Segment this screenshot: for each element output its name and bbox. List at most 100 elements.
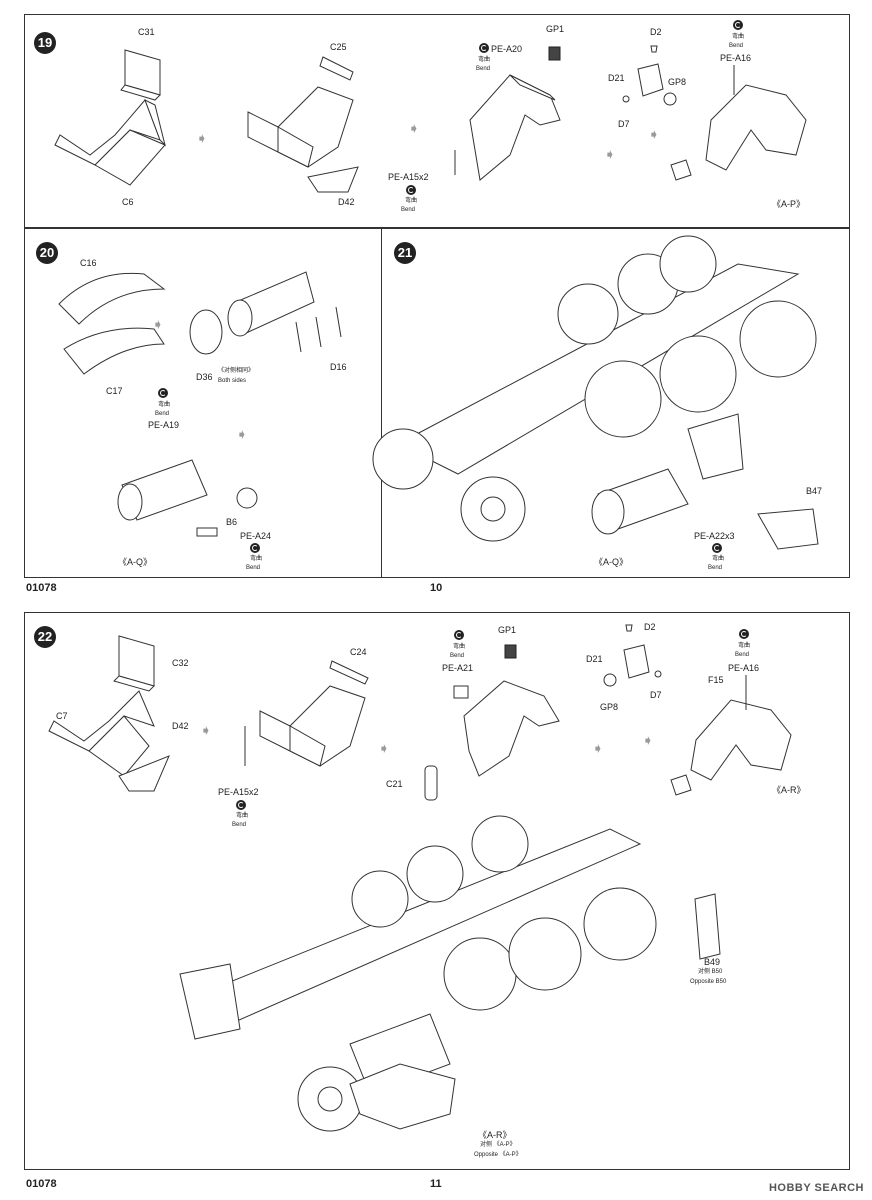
bend-label-cn: 弯曲	[236, 813, 249, 819]
part-label: GP1	[546, 24, 565, 34]
part-label: D21	[608, 73, 625, 83]
bend-icon	[733, 20, 743, 30]
part-drawing-c25-d42	[247, 56, 359, 193]
part-drawing-pe-a16	[670, 65, 807, 181]
bend-label: Bend	[450, 653, 465, 659]
part-label: PE-A19	[148, 420, 180, 430]
bend-icon	[454, 630, 464, 640]
part-label: D16	[330, 362, 347, 372]
step-20-panel	[24, 228, 382, 578]
assembly-ref: 《A-R》	[772, 785, 806, 795]
bend-label: Bend	[155, 411, 170, 417]
part-drawing-pe-a20	[454, 74, 561, 181]
bend-label: Bend	[729, 43, 744, 49]
part-label: GP8	[668, 77, 687, 87]
bend-icon	[236, 800, 246, 810]
part-drawing-pe-a16	[670, 675, 792, 796]
part-label: C16	[80, 258, 97, 268]
part-label: C31	[138, 27, 155, 37]
bend-label-cn: 弯曲	[453, 644, 466, 650]
watermark: HOBBY SEARCH	[768, 1182, 864, 1194]
flow-arrow: ➧	[604, 146, 616, 162]
bend-icon	[479, 43, 489, 53]
part-label: PE-A15x2	[388, 172, 429, 182]
bend-icon	[250, 543, 260, 553]
part-label: B47	[806, 486, 823, 496]
part-label: D7	[618, 119, 630, 129]
step-number: 22	[34, 626, 56, 648]
bend-icon	[739, 629, 749, 639]
bend-icon	[158, 388, 168, 398]
part-drawing-pe-a21	[453, 680, 560, 777]
part-drawing-c16-c17	[58, 272, 166, 375]
bend-label: Bend	[246, 565, 261, 571]
page-number: 11	[430, 1178, 442, 1190]
part-label: C17	[106, 386, 123, 396]
part-drawing-tank-assembly	[117, 459, 258, 537]
part-label: PE-A24	[240, 531, 272, 541]
part-drawing-c32-c7	[48, 635, 170, 792]
part-label: C25	[330, 42, 347, 52]
part-label: C32	[172, 658, 189, 668]
part-label: D2	[650, 27, 662, 37]
chassis-drawing-step22	[179, 815, 721, 1132]
bend-label: Bend	[232, 822, 247, 828]
part-label: PE-A15x2	[218, 787, 259, 797]
both-sides-label: Both sides	[218, 378, 247, 384]
step-19-panel	[24, 14, 850, 228]
bend-label-cn: 弯曲	[738, 643, 751, 649]
flow-arrow: ➧	[408, 120, 420, 136]
assembly-ref: 《A-Q》	[594, 557, 629, 567]
step-number: 21	[394, 242, 416, 264]
part-label: D21	[586, 654, 603, 664]
bend-label: Bend	[708, 565, 723, 571]
bend-label: Bend	[476, 66, 491, 72]
opposite-ap-label: Opposite 《A-P》	[474, 1152, 522, 1158]
step-number: 19	[34, 32, 56, 54]
part-drawing-d21-cluster	[603, 624, 662, 687]
opposite-ap-cn: 对侧 《A-P》	[480, 1142, 516, 1148]
part-label: D7	[650, 690, 662, 700]
bend-label-cn: 弯曲	[478, 57, 491, 63]
part-label: D36	[196, 372, 213, 382]
page-number: 10	[430, 582, 443, 594]
part-drawing-gp1	[548, 46, 561, 61]
part-label: D42	[172, 721, 189, 731]
part-label: PE-A16	[720, 53, 752, 63]
part-drawing-gp1	[504, 644, 517, 659]
flow-arrow: ➧	[592, 740, 604, 756]
product-code: 01078	[26, 1178, 57, 1190]
flow-arrow: ➧	[196, 130, 208, 146]
part-label: PE-A21	[442, 663, 474, 673]
both-sides-cn: 《对侧相同》	[218, 368, 255, 374]
step-22-panel	[24, 612, 850, 1170]
bend-icon	[712, 543, 722, 553]
part-label: PE-A20	[491, 44, 523, 54]
part-drawing-d21-cluster	[622, 45, 677, 106]
bend-label-cn: 弯曲	[405, 198, 418, 204]
part-drawing-c31-c6	[54, 49, 166, 186]
bend-label-cn: 弯曲	[250, 556, 263, 562]
flow-arrow: ➧	[236, 426, 248, 442]
part-label: F15	[708, 675, 724, 685]
part-label: B49	[704, 957, 721, 967]
flow-arrow: ➧	[378, 740, 390, 756]
part-label: GP1	[498, 625, 517, 635]
bend-label: Bend	[735, 652, 750, 658]
part-drawing-tank-d36	[189, 271, 342, 355]
part-label: B6	[226, 517, 238, 527]
part-label: PE-A16	[728, 663, 760, 673]
flow-arrow: ➧	[200, 722, 212, 738]
part-label: D2	[644, 622, 656, 632]
part-label: GP8	[600, 702, 619, 712]
bend-label-cn: 弯曲	[712, 556, 725, 562]
part-drawing-c24	[244, 660, 369, 767]
step-number: 20	[36, 242, 58, 264]
flow-arrow: ➧	[648, 126, 660, 142]
assembly-ref: 《A-P》	[772, 199, 806, 209]
chassis-drawing-step21	[372, 235, 819, 550]
bend-label: Bend	[401, 207, 416, 213]
flow-arrow: ➧	[642, 732, 654, 748]
part-label: PE-A22x3	[694, 531, 735, 541]
part-label: C24	[350, 647, 367, 657]
